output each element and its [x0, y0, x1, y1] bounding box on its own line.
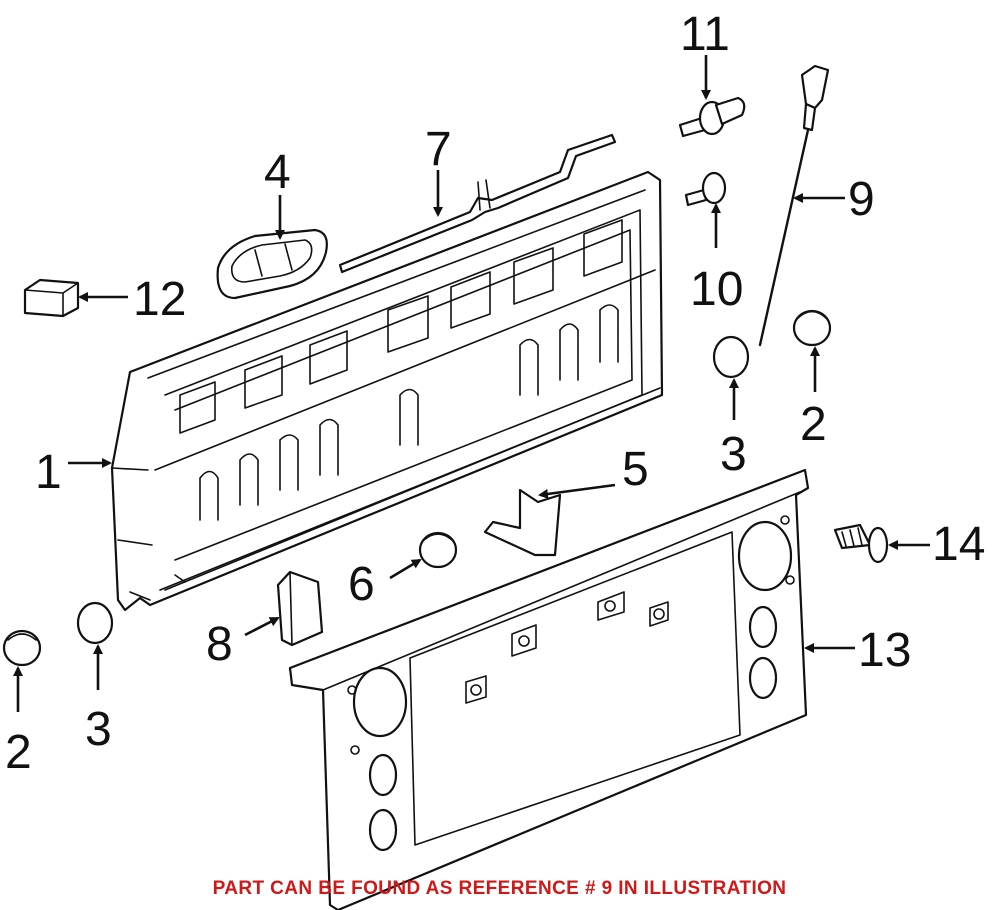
- callout-11: 11: [680, 8, 730, 61]
- reference-note: PART CAN BE FOUND AS REFERENCE # 9 IN IL…: [212, 878, 787, 899]
- callout-9: 9: [848, 173, 875, 226]
- plug-right-part: [792, 309, 832, 347]
- pad-part: [276, 570, 324, 647]
- callout-12: 12: [133, 273, 186, 326]
- leader-5: [538, 483, 616, 499]
- bumper-part: [418, 531, 458, 569]
- callout-7: 7: [425, 123, 452, 176]
- callout-3b: 3: [720, 428, 747, 481]
- callout-6: 6: [348, 558, 375, 611]
- cable-part: [758, 64, 830, 347]
- callout-3a: 3: [85, 703, 112, 756]
- callout-1: 1: [35, 446, 62, 499]
- handle-part: [216, 228, 328, 300]
- leader-6: [389, 558, 422, 580]
- fastener-pin-part: [678, 96, 746, 138]
- plug-left-part: [2, 629, 42, 667]
- callout-10: 10: [690, 263, 743, 316]
- grommet-right-part: [712, 335, 750, 379]
- callout-4: 4: [264, 146, 291, 199]
- leader-8: [244, 616, 280, 637]
- callout-8: 8: [206, 618, 233, 671]
- callout-2b: 2: [800, 398, 827, 451]
- bolt-part: [833, 523, 889, 564]
- block-clip-part: [23, 278, 80, 318]
- callout-14: 14: [932, 518, 985, 571]
- tailgate-panel-part: [110, 170, 664, 612]
- callout-5: 5: [622, 443, 649, 496]
- callout-2a: 2: [5, 726, 32, 779]
- callout-13: 13: [858, 624, 911, 677]
- bracket-part: [483, 488, 562, 557]
- rod-part: [338, 133, 617, 274]
- inner-panel-part: [288, 468, 810, 910]
- push-pin-part: [684, 171, 727, 207]
- grommet-left-part: [76, 601, 114, 645]
